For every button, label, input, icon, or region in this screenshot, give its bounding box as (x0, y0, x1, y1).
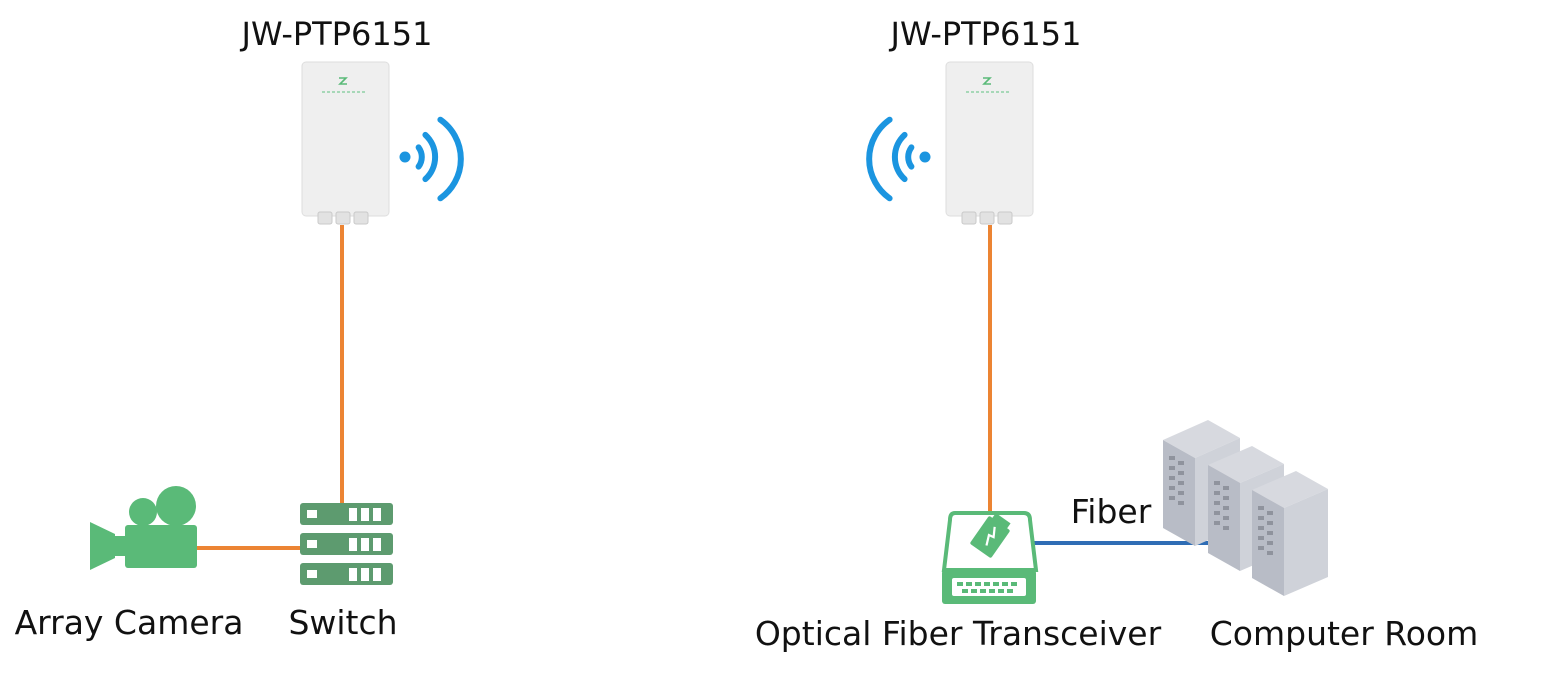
fiber-transceiver-icon (941, 511, 1039, 604)
brand-logo-icon (982, 77, 992, 85)
computer-room-label: Computer Room (1209, 614, 1479, 653)
wifi-signal-icon (399, 116, 464, 202)
transceiver-label: Optical Fiber Transceiver (754, 614, 1162, 653)
wifi-signal-icon (866, 116, 931, 202)
array-camera-label: Array Camera (14, 603, 244, 642)
left-ap-label: JW-PTP6151 (241, 15, 433, 53)
right-ap-label: JW-PTP6151 (890, 15, 1082, 53)
server-rack-icon (1163, 420, 1328, 596)
network-switch-icon (300, 503, 393, 585)
left-ap-device (301, 61, 390, 225)
fiber-label: Fiber (1070, 492, 1152, 531)
brand-logo-icon (338, 77, 348, 85)
switch-label: Switch (288, 603, 398, 642)
right-ap-device (945, 61, 1034, 225)
video-camera-icon (90, 486, 197, 570)
